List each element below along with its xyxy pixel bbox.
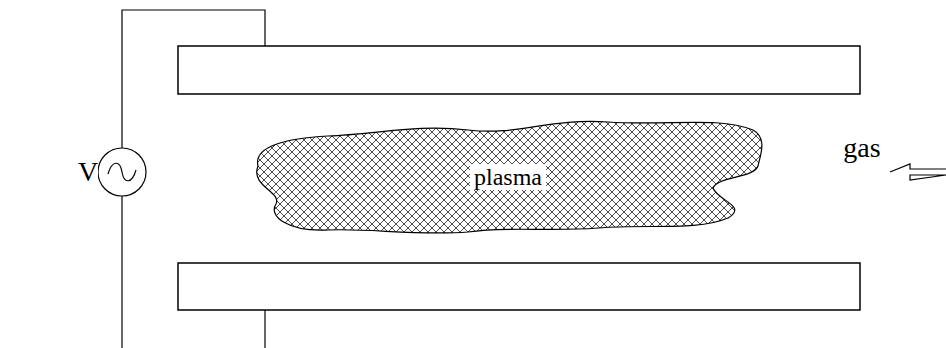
gas-label: gas	[843, 134, 880, 162]
ac-source-symbol	[98, 148, 146, 196]
top-electrode	[178, 46, 860, 94]
plasma-blob	[257, 121, 762, 233]
bottom-electrode	[178, 263, 860, 310]
voltage-label: V	[78, 158, 98, 186]
bottom-plate-wire	[264, 310, 265, 348]
region-label: plasma	[470, 164, 546, 190]
bottom-wire	[121, 196, 122, 348]
ac-tilde	[108, 163, 136, 181]
gas-flow-arrow	[890, 164, 946, 180]
plasma-region: plasma	[248, 116, 768, 238]
top-wire	[122, 10, 265, 148]
